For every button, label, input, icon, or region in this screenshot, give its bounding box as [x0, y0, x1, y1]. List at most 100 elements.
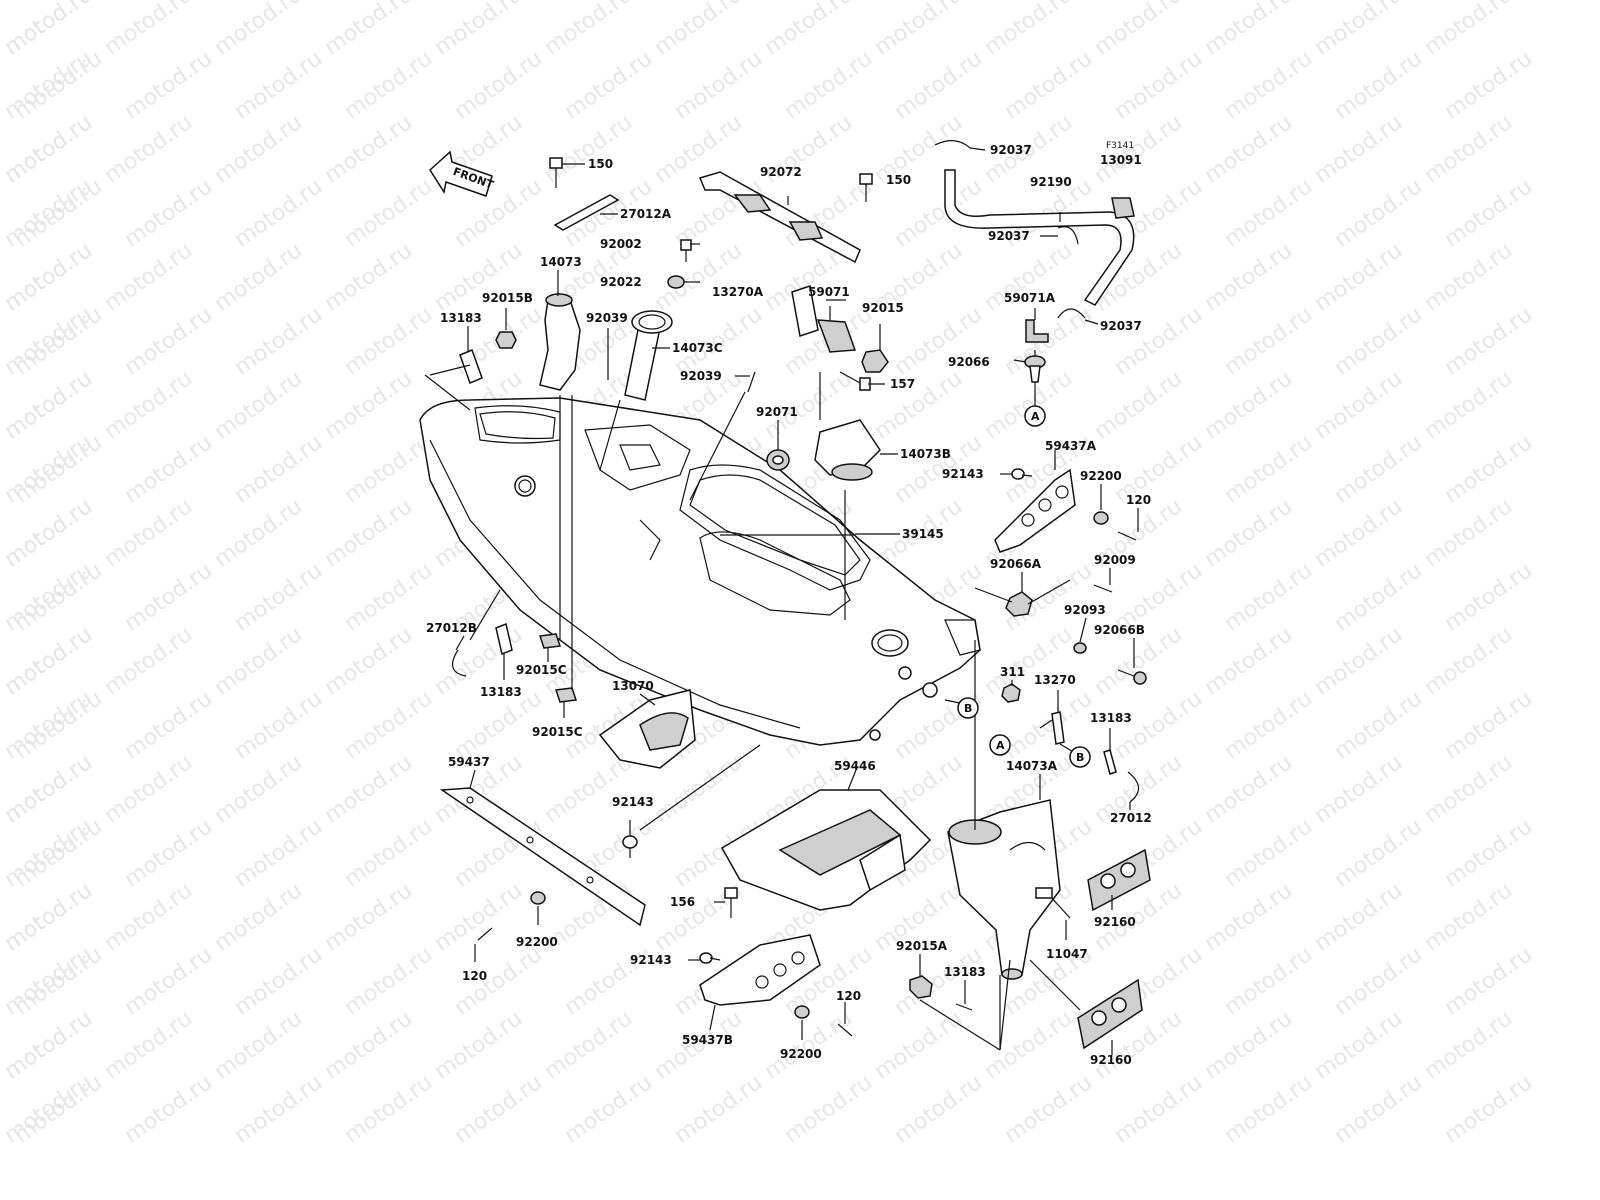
washer-92200-a	[1093, 511, 1109, 525]
leader-lines	[424, 147, 1139, 1055]
guard-59437B	[699, 934, 821, 1006]
label-92015B: 92015B	[482, 291, 533, 305]
svg-text:B: B	[964, 702, 972, 715]
label-92002: 92002	[600, 237, 642, 251]
label-92071: 92071	[756, 405, 798, 419]
label-14073C: 14073C	[672, 341, 723, 355]
figure-code: F3141	[1106, 141, 1134, 151]
label-14073B: 14073B	[900, 447, 951, 461]
label-13270A: 13270A	[712, 285, 764, 299]
plate-13270	[1051, 711, 1065, 745]
label-59446: 59446	[834, 759, 876, 773]
part-13091	[1111, 197, 1135, 219]
flange-13270A	[791, 285, 819, 337]
callout-B-hull: B	[957, 697, 979, 719]
callout-B-right: B	[1069, 746, 1091, 768]
label-92015A: 92015A	[896, 939, 948, 953]
label-59437A: 59437A	[1045, 439, 1097, 453]
duct-14073C	[624, 310, 673, 401]
label-59071A: 59071A	[1004, 291, 1056, 305]
duct-14073B	[814, 419, 881, 481]
guard-59437A	[994, 468, 1076, 553]
label-92015C-b: 92015C	[532, 725, 583, 739]
bolt-157	[839, 371, 871, 391]
duct-14073A	[947, 799, 1061, 980]
part-11047	[1035, 887, 1071, 919]
part-labels: F3141 150 27012A 92002 14073 92022 92015…	[426, 141, 1152, 1067]
bolt-92002	[680, 239, 692, 262]
gasket-92160-a	[1087, 848, 1151, 912]
label-150-left: 150	[588, 157, 613, 171]
part-13070	[598, 689, 696, 769]
washer-92022	[667, 275, 685, 289]
label-59437B: 59437B	[682, 1033, 733, 1047]
label-92200-b: 92200	[516, 935, 558, 949]
washer-92200-b	[530, 891, 546, 905]
label-92037-b: 92037	[988, 229, 1030, 243]
label-156: 156	[670, 895, 695, 909]
screw-92143-b	[622, 835, 638, 858]
label-13183-b: 13183	[480, 685, 522, 699]
label-92039-b: 92039	[680, 369, 722, 383]
label-27012B: 27012B	[426, 621, 477, 635]
nut-311	[1001, 683, 1021, 703]
front-arrow-icon: FRONT	[429, 150, 496, 197]
label-92037-c: 92037	[1100, 319, 1142, 333]
strap-92072	[698, 171, 861, 264]
label-92190: 92190	[1030, 175, 1072, 189]
label-92037-a: 92037	[990, 143, 1032, 157]
bolt-92009	[1093, 584, 1113, 593]
label-92072: 92072	[760, 165, 802, 179]
label-13183-a: 13183	[440, 311, 482, 325]
label-13070: 13070	[612, 679, 654, 693]
clamp-92037-b	[1057, 226, 1079, 245]
label-120-a: 120	[1126, 493, 1151, 507]
bolt-150-right	[859, 173, 873, 202]
label-92093: 92093	[1064, 603, 1106, 617]
clip-27012B	[451, 649, 467, 677]
label-14073A: 14073A	[1006, 759, 1058, 773]
plate-13183-d	[955, 1003, 973, 1011]
svg-text:A: A	[1031, 410, 1040, 423]
label-13270: 13270	[1034, 673, 1076, 687]
svg-text:A: A	[996, 739, 1005, 752]
hose-14073	[539, 293, 581, 391]
label-92160-a: 92160	[1094, 915, 1136, 929]
label-27012: 27012	[1110, 811, 1152, 825]
label-92160-b: 92160	[1090, 1053, 1132, 1067]
svg-text:B: B	[1076, 751, 1084, 764]
pin-92039-b	[747, 371, 756, 393]
label-13183-d: 13183	[944, 965, 986, 979]
bolt-156	[724, 887, 738, 918]
callout-A-top: A	[1024, 405, 1046, 427]
label-11047: 11047	[1046, 947, 1088, 961]
elbow-59071A	[1025, 319, 1049, 343]
screw-92143-a	[1011, 468, 1033, 480]
label-13091: 13091	[1100, 153, 1142, 167]
clamp-92037-a	[934, 140, 971, 149]
label-13183-c: 13183	[1090, 711, 1132, 725]
label-92066B: 92066B	[1094, 623, 1145, 637]
plate-13183-c	[1103, 749, 1117, 775]
part-92066B	[1117, 669, 1147, 685]
nut-92015A	[909, 975, 933, 999]
label-92200-c: 92200	[780, 1047, 822, 1061]
part-92093	[1073, 642, 1087, 654]
clamp-92037-c	[1057, 308, 1086, 319]
clip-27012	[1127, 771, 1140, 803]
label-92143-c: 92143	[630, 953, 672, 967]
plate-13183-b	[495, 622, 513, 656]
label-27012A: 27012A	[620, 207, 672, 221]
label-120-b: 120	[462, 969, 487, 983]
label-157: 157	[890, 377, 915, 391]
bolt-120-a	[1117, 531, 1137, 541]
label-14073: 14073	[540, 255, 582, 269]
label-59071: 59071	[808, 285, 850, 299]
nut-92015B	[495, 331, 517, 349]
label-92039-a: 92039	[586, 311, 628, 325]
part-92015C-a	[538, 633, 562, 649]
label-59437: 59437	[448, 755, 490, 769]
label-92015: 92015	[862, 301, 904, 315]
label-92015C-a: 92015C	[516, 663, 567, 677]
